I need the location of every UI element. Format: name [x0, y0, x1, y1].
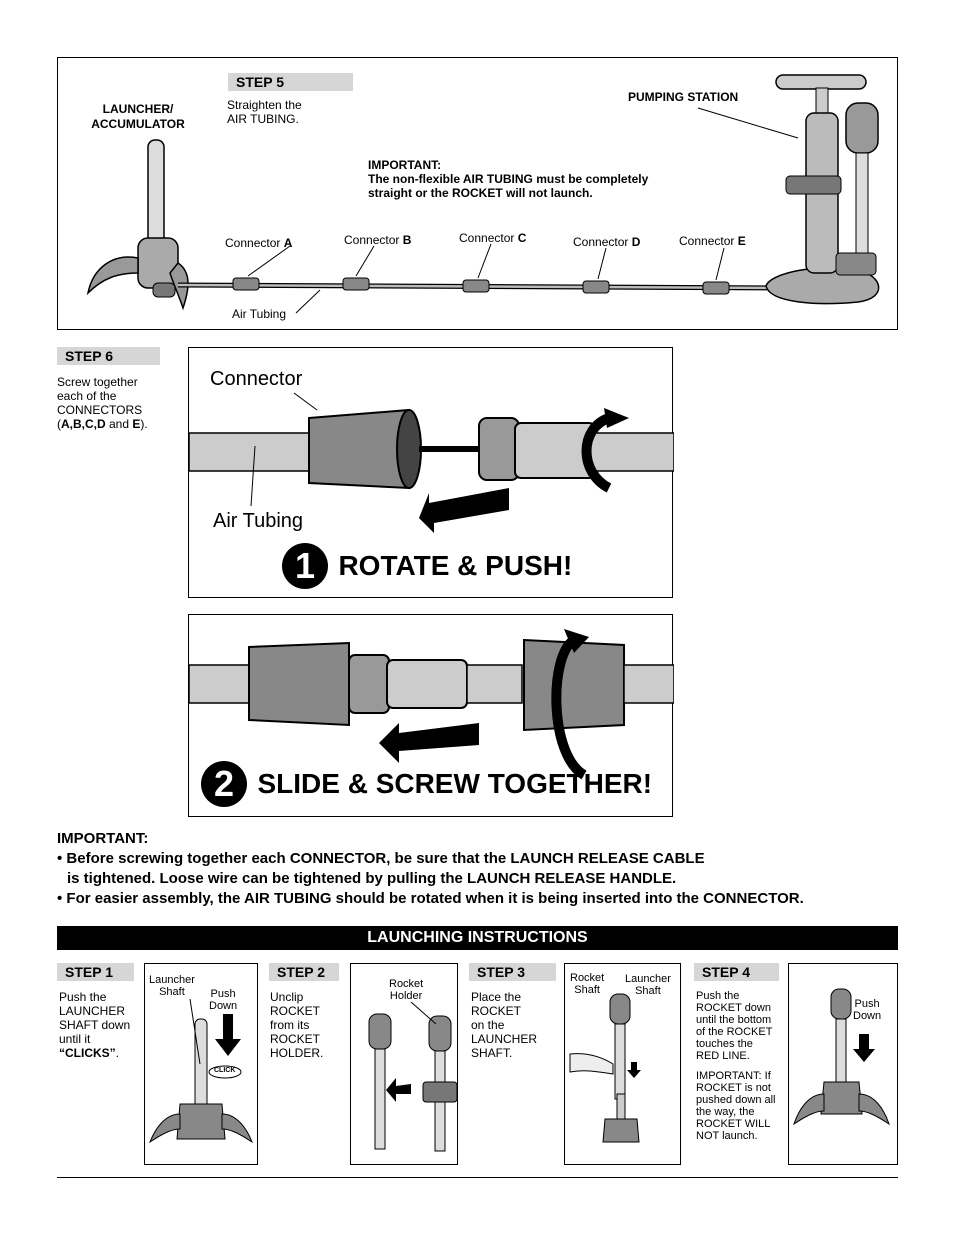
pumping-station-label: PUMPING STATION	[628, 90, 739, 104]
air-tubing-label: Air Tubing	[232, 307, 287, 321]
important-notes: IMPORTANT: • Before screwing together ea…	[57, 830, 804, 907]
panel1-air-tubing-label: Air Tubing	[213, 510, 304, 532]
rotate-push-illustration	[189, 392, 674, 533]
step5-instruction: Straighten the AIR TUBING.	[227, 98, 302, 126]
panel1-number: 1	[282, 543, 328, 589]
click-label: CLICK	[214, 1067, 236, 1074]
panel2-title: SLIDE & SCREW TOGETHER!	[257, 768, 653, 799]
panel1-title: ROTATE & PUSH!	[338, 550, 573, 581]
connector-a-label: Connector A	[225, 236, 293, 250]
step5-tag: STEP 5	[228, 73, 353, 91]
panel1-connector-label: Connector	[210, 368, 303, 390]
connector-e-label: Connector E	[679, 234, 746, 248]
launch-step2-tag: STEP 2	[269, 963, 339, 981]
launch-step1-figure: Launcher Shaft Push Down CLICK	[144, 963, 258, 1165]
launch-step2-text: Unclip ROCKET from its ROCKET HOLDER.	[270, 990, 324, 1060]
step5-panel: STEP 5 Straighten the AIR TUBING. LAUNCH…	[57, 57, 898, 330]
launching-instructions-banner: LAUNCHING INSTRUCTIONS	[57, 926, 898, 950]
launcher-label: LAUNCHER/ ACCUMULATOR	[91, 102, 185, 131]
launch-step3-tag: STEP 3	[469, 963, 556, 981]
panel2-heading: 2 SLIDE & SCREW TOGETHER!	[201, 761, 652, 807]
launch-step3-figure: Rocket Shaft Launcher Shaft	[564, 963, 681, 1165]
slide-screw-panel: 2 SLIDE & SCREW TOGETHER!	[188, 614, 674, 817]
step6-instruction: Screw together each of the CONNECTORS (A…	[57, 375, 148, 431]
launch-step4-text: Push the ROCKET down until the bottom of…	[696, 990, 776, 1142]
launch-step1-tag: STEP 1	[57, 963, 134, 981]
panel1-heading: 1 ROTATE & PUSH!	[282, 543, 572, 589]
launch-step1-text: Push the LAUNCHER SHAFT down until it “C…	[59, 990, 131, 1060]
rotate-push-panel: Connector Air Tubing 1 ROTATE & PUSH!	[188, 347, 674, 598]
step5-illustration	[86, 74, 880, 314]
launch-step2-figure: Rocket Holder	[350, 963, 458, 1165]
connector-c-label: Connector C	[459, 231, 527, 245]
launch-step4-figure: Push Down	[788, 963, 898, 1165]
step5-important: IMPORTANT: The non-flexible AIR TUBING m…	[368, 158, 649, 200]
launch-step3-text: Place the ROCKET on the LAUNCHER SHAFT.	[471, 990, 538, 1060]
panel2-number: 2	[201, 761, 247, 807]
connector-d-label: Connector D	[573, 235, 641, 249]
step6-tag: STEP 6	[57, 347, 160, 365]
launch-step4-tag: STEP 4	[694, 963, 779, 981]
footer-rule	[57, 1177, 898, 1178]
connector-b-label: Connector B	[344, 233, 412, 247]
slide-screw-illustration	[189, 629, 674, 780]
